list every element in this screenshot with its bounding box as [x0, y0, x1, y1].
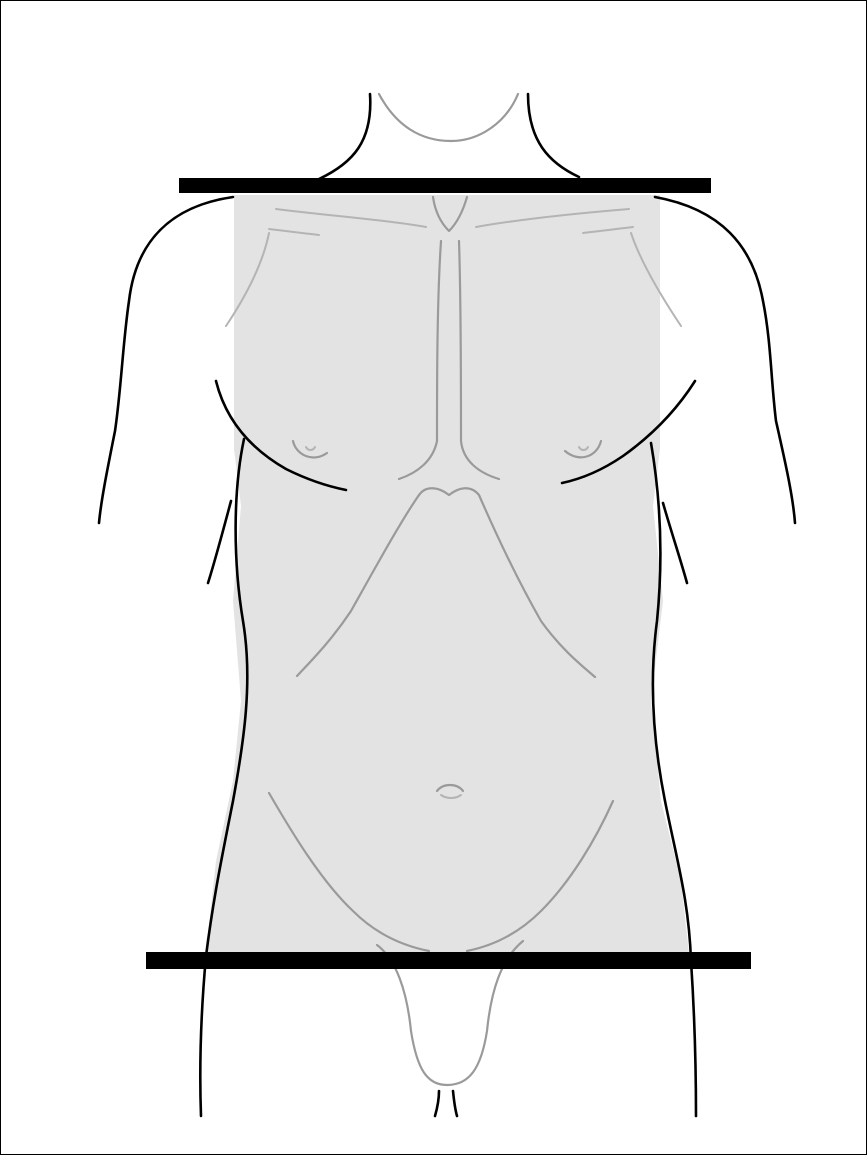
lower-boundary-bar [146, 952, 751, 969]
neck-right-outline [528, 94, 579, 177]
left-shoulder-arm-outline [99, 197, 233, 523]
neck-left-outline [319, 94, 370, 179]
left-inner-arm-outline [208, 501, 231, 583]
right-inner-thigh-outline [453, 1091, 457, 1116]
left-inner-thigh-outline [435, 1091, 439, 1116]
shaded-torso-region [206, 195, 689, 953]
upper-boundary-bar [179, 178, 711, 193]
right-shoulder-arm-outline [655, 197, 795, 523]
right-inner-arm-outline [663, 503, 687, 583]
chin-line [379, 94, 518, 141]
